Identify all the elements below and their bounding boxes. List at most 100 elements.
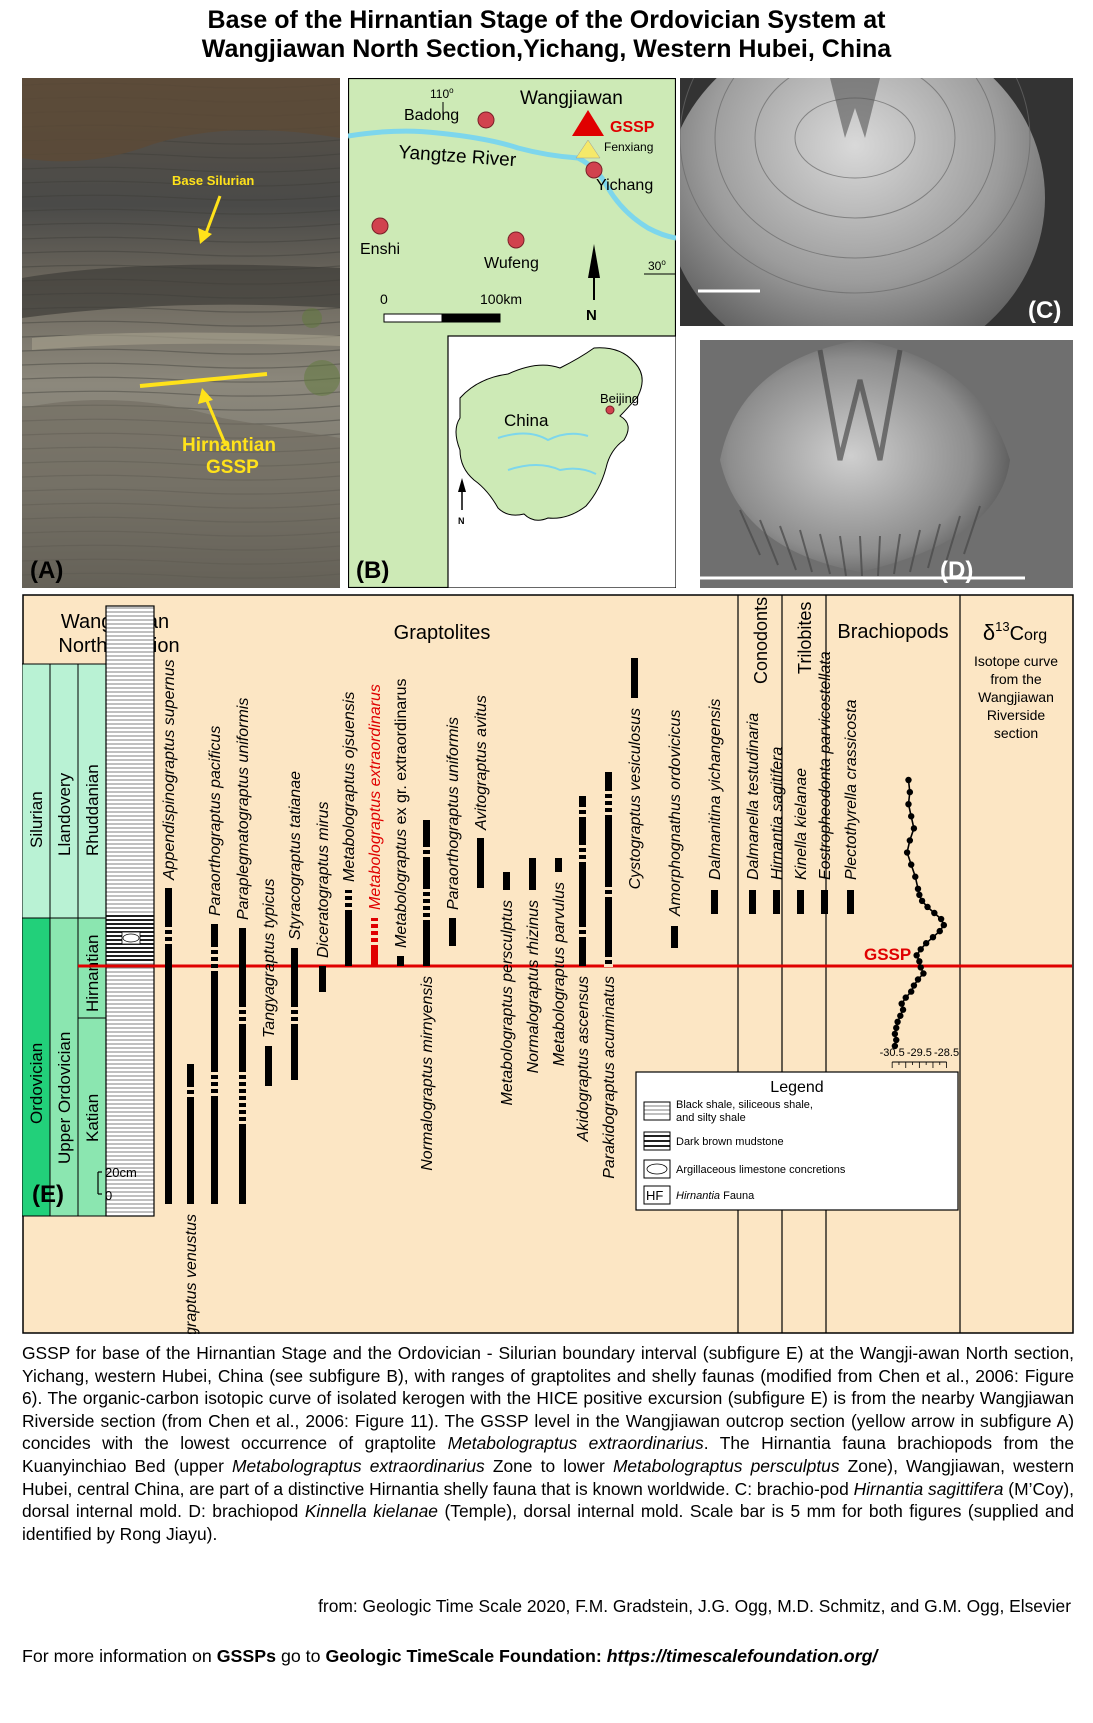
city-badong: Badong xyxy=(404,107,459,124)
legend-item-concretion: Argillaceous limestone concretions xyxy=(676,1164,846,1176)
caption-segment: Kinnella kielanae xyxy=(304,1501,438,1522)
isotope-point xyxy=(893,1036,900,1044)
panel-d-brachiopod-photo: (D) xyxy=(700,340,1073,588)
scale-top: 20cm xyxy=(105,1165,137,1180)
range-bar xyxy=(449,918,456,946)
system-ordovician: Ordovician xyxy=(27,1043,46,1124)
graptolite-label: Diceratograptus mirus xyxy=(315,802,332,959)
isotope-header: δ13Corg xyxy=(983,619,1047,645)
scale-start: 0 xyxy=(380,291,388,307)
isotope-point xyxy=(929,933,937,941)
gssp-arrow-icon xyxy=(198,388,213,404)
range-bar xyxy=(265,1046,272,1086)
range-bar xyxy=(555,858,562,872)
panel-a-label: (A) xyxy=(30,557,63,584)
shelly-taxon-label: Plectothyrella crassicosta xyxy=(843,699,860,880)
gssp-triangle-icon xyxy=(572,110,604,136)
isotope-point xyxy=(914,976,922,983)
graptolite-label: Tangyagraptus typicus xyxy=(261,878,278,1038)
isotope-point xyxy=(906,837,914,844)
yangtze-river xyxy=(348,128,676,241)
range-bar xyxy=(711,890,718,914)
outcrop-photo: Base Silurian Hirnantian GSSP (A) xyxy=(22,78,340,588)
gssp-yellow-line xyxy=(139,372,268,388)
range-bar xyxy=(211,924,218,1204)
legend-hf-key: HF xyxy=(646,1188,663,1203)
inset-north-arrow-icon xyxy=(458,478,466,492)
graptolite-label: Paraorthograptus pacificus xyxy=(207,726,224,916)
legend-swatch-mudstone xyxy=(643,1131,671,1151)
isotope-point xyxy=(920,970,927,977)
isotope-point xyxy=(891,1042,899,1050)
series-llandovery: Llandovery xyxy=(55,772,74,856)
inset-capital: Beijing xyxy=(600,391,639,406)
figure-title: Base of the Hirnantian Stage of the Ordo… xyxy=(0,6,1093,64)
shelly-taxon-label: Hirnantia sagitifera xyxy=(769,746,786,880)
graptolite-label: Styracograptus tatianae xyxy=(287,771,304,940)
svg-text:Riverside: Riverside xyxy=(987,707,1046,723)
range-bar xyxy=(773,890,780,914)
graptolite-label: Paraorthograptus uniformis xyxy=(445,717,462,910)
trilobites-header: Trilobites xyxy=(795,602,815,674)
legend-swatch-shale xyxy=(643,1101,671,1121)
city-wufeng: Wufeng xyxy=(484,255,539,272)
legend-item-shale: Black shale, siliceous shale, xyxy=(676,1099,813,1111)
shelly-taxon-label: Amorphognathus ordovicicus xyxy=(667,710,684,917)
isotope-tick-label: -29.5 xyxy=(907,1047,932,1059)
scale-bottom: 0 xyxy=(105,1188,112,1203)
isotope-point xyxy=(910,825,918,832)
isotope-point xyxy=(922,940,930,947)
foundation-link[interactable]: https://timescalefoundation.org/ xyxy=(606,1646,878,1666)
graptolite-label: Metabolograptus extraordinarus xyxy=(367,684,384,910)
isotope-point xyxy=(908,813,915,820)
legend-item-mudstone: Dark brown mudstone xyxy=(676,1136,784,1148)
isotope-point xyxy=(931,909,938,917)
series-upper-ordovician: Upper Ordovician xyxy=(55,1032,74,1164)
lithology-column xyxy=(106,606,154,1216)
isotope-point xyxy=(906,788,914,796)
taxa-ranges: Appendispinograptus supernusAppendispino… xyxy=(161,651,860,1334)
latitude-label: 30o xyxy=(648,258,666,273)
map-gssp-label: GSSP xyxy=(610,119,655,136)
range-bar xyxy=(671,926,678,948)
location-map: Yangtze River 110o 30o Badong Enshi Wufe… xyxy=(348,78,676,588)
inset-country: China xyxy=(504,411,549,430)
isotope-tick-label: -28.5 xyxy=(934,1047,959,1059)
graptolite-label: Paraplegmatograptus uniformis xyxy=(235,698,252,920)
isotope-point xyxy=(918,897,926,905)
base-silurian-label: Base Silurian xyxy=(172,173,254,188)
isotope-point xyxy=(905,776,912,784)
caption-segment: . The Hirnantia fauna brachiopods from t… xyxy=(22,1433,1074,1476)
isotope-point xyxy=(916,958,923,965)
range-bar xyxy=(239,928,246,1204)
caption-segment: Zone), Wangjiawan, western Hubei, centra… xyxy=(22,1455,1074,1499)
city-enshi: Enshi xyxy=(360,241,400,258)
graptolite-label: Metabolograptus ex gr. extraordinarus xyxy=(393,679,410,949)
conodonts-header: Conodonts xyxy=(751,597,771,684)
range-bar xyxy=(319,966,326,992)
isotope-point xyxy=(897,1012,904,1019)
range-bar xyxy=(749,890,756,914)
stage-katian: Katian xyxy=(83,1094,102,1142)
shelly-taxon-label: Eostropheodonta parvicostellata xyxy=(817,651,834,880)
panel-b-label: (B) xyxy=(356,557,389,584)
legend-item-fauna: Hirnantia Fauna xyxy=(676,1190,755,1202)
range-bar xyxy=(165,888,172,1204)
isotope-point xyxy=(924,903,931,911)
panel-c-label: (C) xyxy=(1028,297,1061,324)
figure-caption: GSSP for base of the Hirnantian Stage an… xyxy=(22,1342,1074,1545)
isotope-point xyxy=(913,952,920,959)
legend-swatch-concretion xyxy=(643,1159,671,1179)
isotope-point xyxy=(917,964,924,971)
graptolite-label: Normalograptus mirnyensis xyxy=(419,976,436,1171)
caption-segment: GSSP for base of the Hirnantian Stage an… xyxy=(22,1343,1074,1454)
isotope-point xyxy=(905,800,912,808)
isotope-point xyxy=(917,946,924,953)
brachiopods-header: Brachiopods xyxy=(837,621,948,643)
graptolite-label: Appendispinograptus supernus xyxy=(161,659,178,881)
panel-c-brachiopod-photo: (C) xyxy=(680,78,1073,326)
wufeng-marker-icon xyxy=(507,231,525,249)
range-bar xyxy=(423,820,430,966)
north-label: N xyxy=(586,307,597,324)
isotope-point xyxy=(912,873,919,880)
